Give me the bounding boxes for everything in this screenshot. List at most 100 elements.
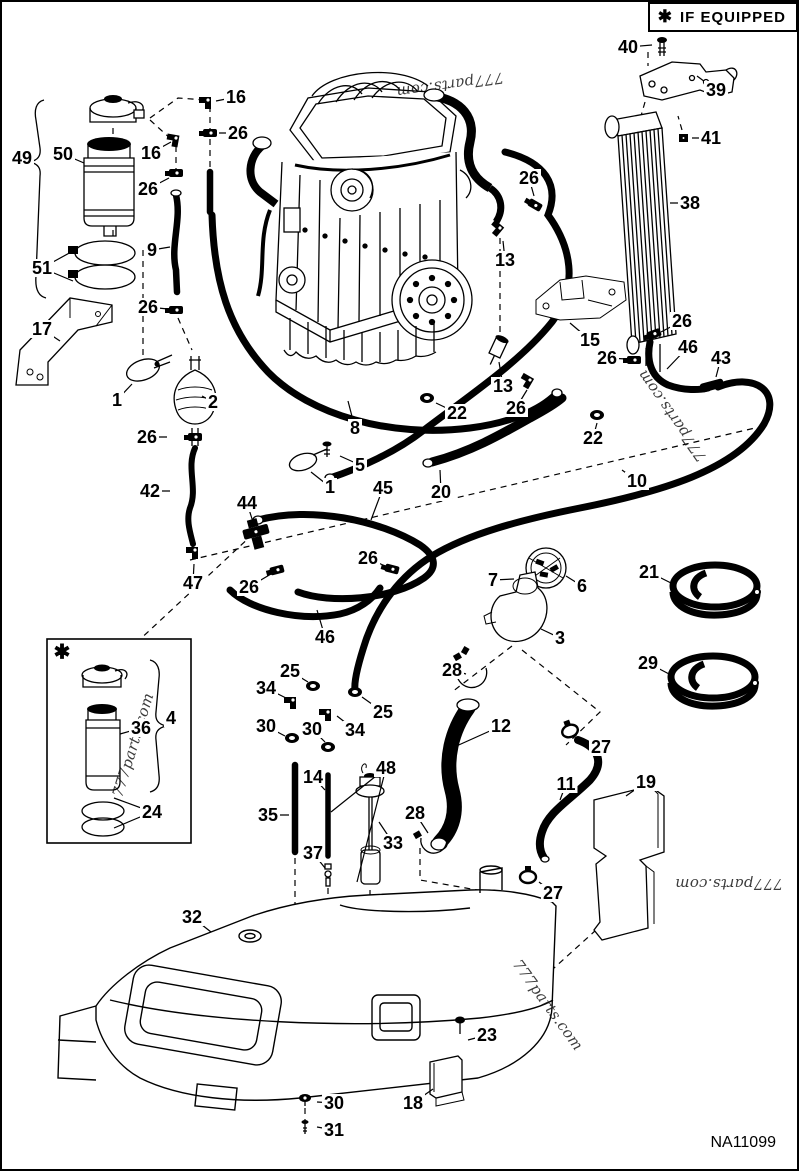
callout-26: 26 [236, 577, 262, 597]
bolt-23 [455, 1016, 465, 1024]
callout-22: 22 [444, 403, 470, 423]
callout-12: 12 [488, 716, 514, 736]
inset-box [46, 638, 192, 844]
callout-1: 1 [109, 390, 125, 410]
callout-47: 47 [180, 573, 206, 593]
callout-50: 50 [50, 144, 76, 164]
callout-22: 22 [580, 428, 606, 448]
callout-18: 18 [400, 1093, 426, 1113]
callout-20: 20 [428, 482, 454, 502]
callout-28: 28 [402, 803, 428, 823]
callout-48: 48 [373, 758, 399, 778]
callout-8: 8 [347, 418, 363, 438]
fuel-pickup-assembly [412, 547, 567, 854]
callout-23: 23 [474, 1025, 500, 1045]
callout-32: 32 [179, 907, 205, 927]
small-fittings [165, 97, 724, 887]
callout-46: 46 [312, 627, 338, 647]
callout-19: 19 [633, 772, 659, 792]
coupler-43 [693, 378, 724, 393]
hose-45 [254, 510, 437, 603]
asterisk-symbol: ✱ [657, 7, 673, 26]
bottom-hardware [299, 1016, 465, 1134]
callout-27: 27 [540, 883, 566, 903]
callout-1: 1 [322, 477, 338, 497]
callout-26: 26 [135, 297, 161, 317]
screw-5 [322, 441, 332, 457]
callout-30: 30 [299, 719, 325, 739]
watermark: 777parts.com [674, 875, 784, 893]
callout-34: 34 [342, 720, 368, 740]
bracket-17 [15, 297, 113, 386]
inset-asterisk: ✱ [53, 641, 71, 664]
hose-12 [432, 700, 476, 850]
callout-16: 16 [138, 143, 164, 163]
callout-26: 26 [669, 311, 695, 331]
if-equipped-label: IF EQUIPPED [679, 8, 786, 26]
callout-26: 26 [225, 123, 251, 143]
callout-40: 40 [615, 37, 641, 57]
connector-37 [324, 863, 332, 887]
ring-24 [81, 801, 125, 821]
callout-33: 33 [380, 833, 406, 853]
callout-34: 34 [253, 678, 279, 698]
fuel-hoses [170, 148, 774, 863]
callout-21: 21 [636, 562, 662, 582]
hose-11 [535, 736, 603, 862]
injector-13 [488, 335, 509, 365]
pickup-body-3 [490, 571, 548, 643]
callout-37: 37 [300, 843, 326, 863]
callout-7: 7 [485, 570, 501, 590]
callout-29: 29 [635, 653, 661, 673]
hose-15 [326, 148, 573, 482]
callout-25: 25 [277, 661, 303, 681]
callout-30: 30 [321, 1093, 347, 1113]
mount-bracket-drawing [535, 275, 627, 321]
ring-24 [81, 817, 125, 837]
callout-36: 36 [128, 718, 154, 738]
clamp-1-left [126, 354, 173, 382]
primer-bulb-2 [173, 356, 217, 446]
callout-26: 26 [516, 168, 542, 188]
hose-10 [351, 378, 774, 694]
tank-guard-19 [593, 785, 665, 941]
coiled-hose-21 [669, 561, 761, 619]
callout-35: 35 [255, 805, 281, 825]
fuel-filter-assembly [29, 95, 145, 299]
bolt-31 [301, 1120, 309, 1124]
callout-13: 13 [490, 376, 516, 396]
callout-10: 10 [624, 471, 650, 491]
callout-26: 26 [135, 179, 161, 199]
coiled-hose-29 [667, 652, 759, 710]
callout-30: 30 [253, 716, 279, 736]
callout-24: 24 [139, 802, 165, 822]
callout-16: 16 [223, 87, 249, 107]
callout-5: 5 [352, 455, 368, 475]
bracket-18 [429, 1055, 463, 1099]
callout-38: 38 [677, 193, 703, 213]
callout-42: 42 [137, 481, 163, 501]
callout-26: 26 [134, 427, 160, 447]
callout-46: 46 [675, 337, 701, 357]
callout-41: 41 [698, 128, 724, 148]
if-equipped-note: ✱ IF EQUIPPED [647, 2, 798, 32]
callout-26: 26 [503, 398, 529, 418]
callout-27: 27 [588, 737, 614, 757]
hose-8 [208, 211, 560, 434]
callout-2: 2 [205, 392, 221, 412]
callout-26: 26 [355, 548, 381, 568]
callout-11: 11 [554, 774, 578, 794]
clamp-28-lower [420, 831, 448, 854]
callout-49: 49 [9, 148, 35, 168]
callout-51: 51 [29, 258, 55, 278]
callout-39: 39 [703, 80, 729, 100]
bolt-40 [657, 37, 667, 43]
callout-6: 6 [574, 576, 590, 596]
callout-4: 4 [163, 708, 179, 728]
callout-26: 26 [594, 348, 620, 368]
callout-3: 3 [552, 628, 568, 648]
drawing-number: NA11099 [710, 1134, 776, 1151]
